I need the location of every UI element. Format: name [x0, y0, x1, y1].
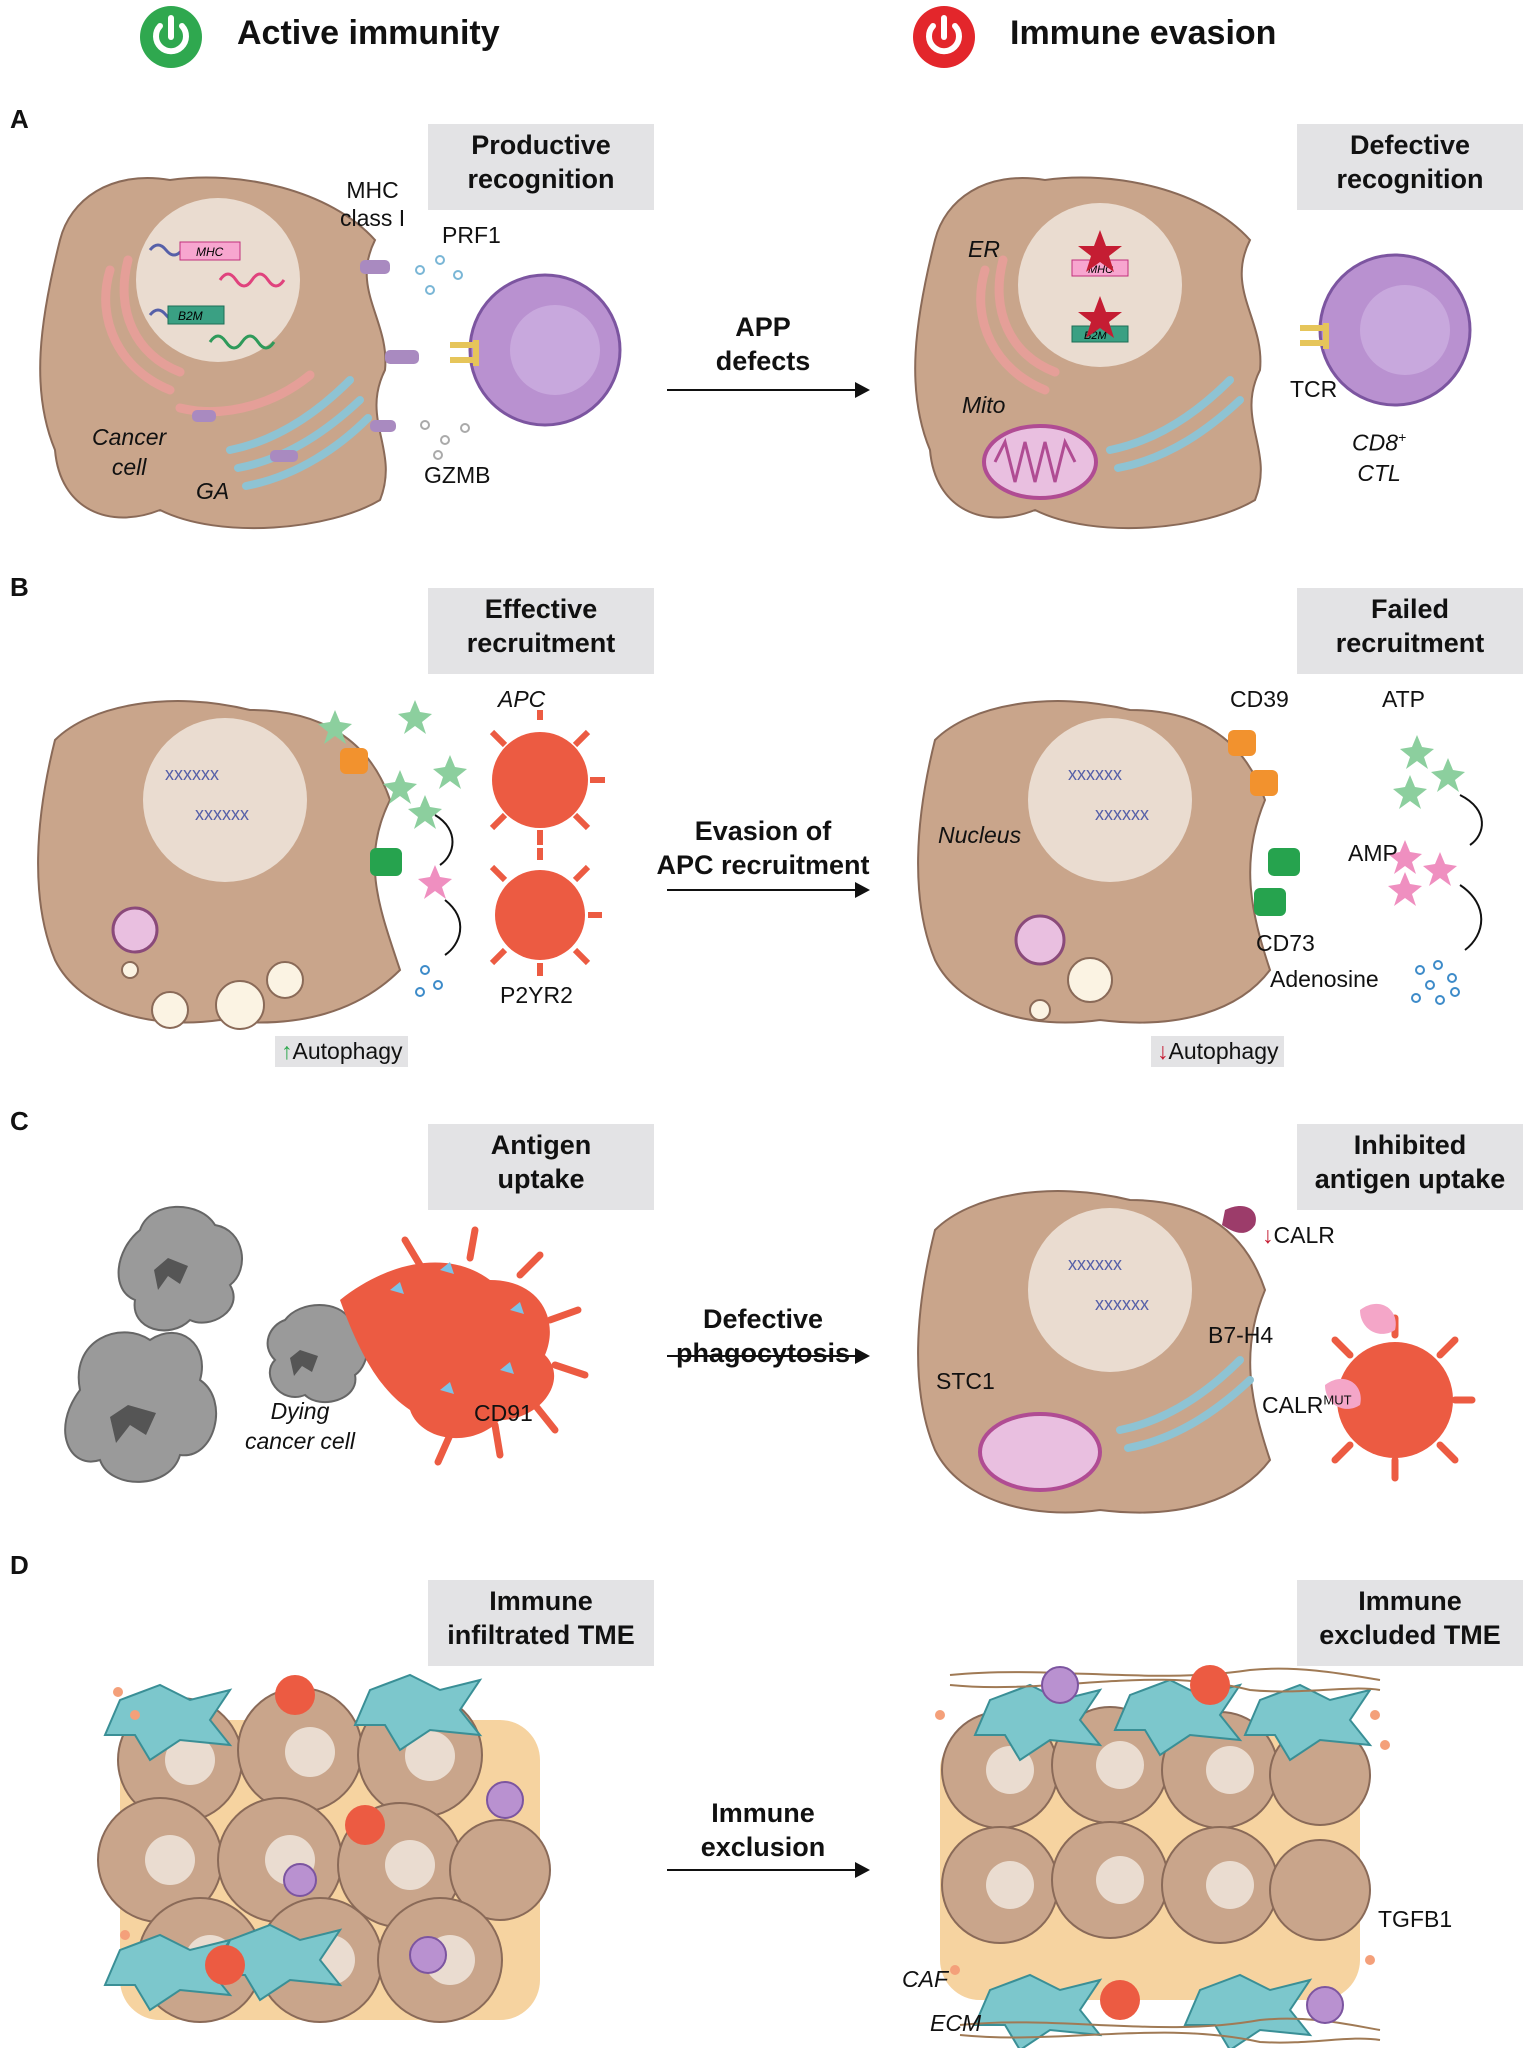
label-ga: GA [196, 478, 230, 504]
svg-text:xxxxxx: xxxxxx [165, 764, 219, 784]
prf1-granules [415, 255, 463, 295]
label-ecm: ECM [930, 2010, 982, 2036]
apc-upper [489, 710, 605, 845]
label-b7h4: B7-H4 [1208, 1322, 1274, 1348]
atp-stars-left [318, 700, 467, 829]
panel-c-illustration: xxxxxx xxxxxx [64, 1190, 1476, 1514]
adenosine-right [1411, 960, 1460, 1005]
label-calr-mut: CALRMUT [1262, 1392, 1352, 1418]
svg-text:xxxxxx: xxxxxx [1068, 1254, 1122, 1274]
label-atp: ATP [1382, 686, 1426, 712]
cd73-right [1268, 848, 1300, 876]
dc-excluded-top [1190, 1665, 1230, 1705]
label-nucleus: Nucleus [938, 822, 1022, 848]
label-stc1: STC1 [936, 1368, 995, 1394]
label-caf: CAF [902, 1966, 948, 1992]
mutated-b2m-right: B2M [1071, 296, 1129, 343]
svg-text:xxxxxx: xxxxxx [1095, 1294, 1149, 1314]
svg-text:MHC: MHC [196, 245, 224, 259]
label-cd73: CD73 [1256, 930, 1315, 956]
mutated-mhc-right: MHC [1071, 230, 1129, 277]
label-calr: ↓CALR [1262, 1222, 1335, 1248]
calr-protein [1222, 1205, 1256, 1233]
evasion-power-icon [913, 6, 975, 68]
label-cd8-ctl: CD8+CTL [1352, 429, 1407, 486]
cd39-left [340, 748, 368, 774]
golgi-left [226, 376, 372, 490]
dc-excluded-bottom [1100, 1980, 1140, 2020]
tcells-left [283, 1781, 524, 1974]
svg-text:xxxxxx: xxxxxx [1068, 764, 1122, 784]
header-immune-evasion: Immune evasion [1010, 14, 1277, 52]
label-autophagy-down: ↓Autophagy [1151, 1036, 1285, 1067]
panel-letter-a: A [10, 104, 29, 134]
label-tgfb1: TGFB1 [1378, 1906, 1453, 1932]
svg-text:xxxxxx: xxxxxx [195, 804, 249, 824]
dc-antigen-uptake [340, 1226, 589, 1466]
label-tcr: TCR [1290, 376, 1338, 402]
panel-letter-b: B [10, 572, 29, 602]
label-autophagy-up: ↑Autophagy [275, 1036, 409, 1067]
svg-text:MHC: MHC [1088, 264, 1113, 276]
panel-letter-c: C [10, 1106, 29, 1136]
panel-letter-d: D [10, 1550, 29, 1580]
label-p2yr2: P2YR2 [500, 982, 573, 1008]
caf-left [103, 1673, 483, 2012]
dna-mhc-left: MHC [148, 241, 286, 288]
panel-d-illustration [97, 1665, 1390, 2048]
tcell-excluded-bottom [1306, 1986, 1344, 2024]
svg-text:xxxxxx: xxxxxx [1095, 804, 1149, 824]
cd73-left [370, 848, 402, 876]
dna-b2m-left: B2M [148, 305, 276, 350]
active-power-icon [140, 6, 202, 68]
amp-stars-right [1388, 840, 1457, 906]
label-apc: APC [498, 686, 546, 712]
dying-cancer-cells [64, 1205, 369, 1483]
label-cd39: CD39 [1230, 686, 1289, 712]
adenosine-left [415, 965, 443, 997]
label-amp: AMP [1348, 840, 1398, 866]
label-prf1: PRF1 [442, 222, 501, 248]
label-gzmb: GZMB [424, 462, 491, 488]
tcr-left [450, 340, 479, 366]
gzmb-granules [420, 420, 470, 460]
apc-lower [489, 848, 602, 976]
tcell-excluded-top [1041, 1666, 1079, 1704]
atp-stars-right [1393, 735, 1465, 809]
dc-left [205, 1675, 385, 1985]
header-active-immunity: Active immunity [237, 14, 500, 52]
dc-inhibited [1331, 1314, 1476, 1482]
cd39-right [1228, 730, 1256, 756]
panel-a-illustration: MHC B2M MHC [39, 176, 1472, 530]
tcr-right [1300, 323, 1329, 349]
amp-star-left [418, 865, 452, 899]
svg-text:B2M: B2M [178, 309, 203, 323]
label-adenosine: Adenosine [1270, 966, 1379, 992]
label-mito: Mito [962, 392, 1006, 418]
calr-mut [1325, 1303, 1396, 1409]
cd91-receptors [390, 1262, 524, 1394]
label-cd91: CD91 [474, 1400, 533, 1426]
mhc-molecules [192, 260, 419, 462]
panel-b-illustration: xxxxxx xxxxxx xxxxxx xxxxxx [37, 700, 1483, 1030]
label-er: ER [968, 236, 1000, 262]
